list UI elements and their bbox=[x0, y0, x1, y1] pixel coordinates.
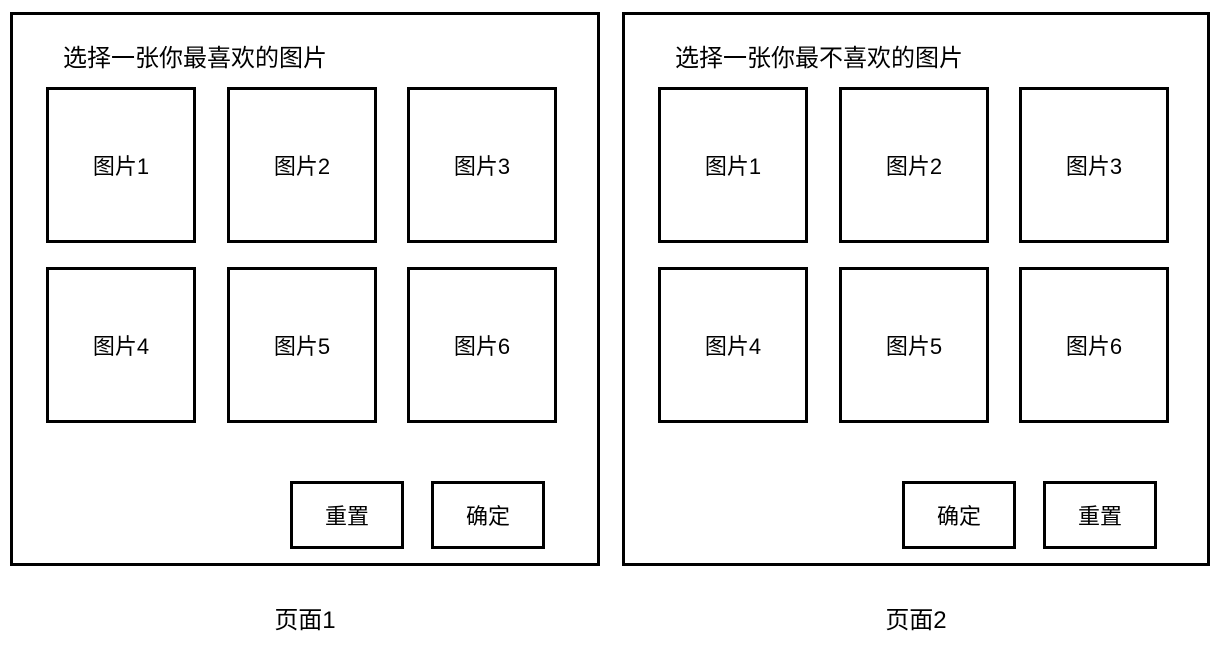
image-placeholder-2[interactable]: 图片2 bbox=[839, 87, 989, 243]
image-placeholder-3[interactable]: 图片3 bbox=[1019, 87, 1169, 243]
image-placeholder-1[interactable]: 图片1 bbox=[46, 87, 196, 243]
image-label: 图片6 bbox=[453, 334, 511, 359]
image-label: 图片5 bbox=[885, 334, 943, 359]
image-placeholder-6[interactable]: 图片6 bbox=[1019, 267, 1169, 423]
page-1-caption: 页面1 bbox=[274, 607, 336, 634]
image-label: 图片2 bbox=[885, 154, 943, 179]
image-label: 图片1 bbox=[92, 154, 150, 179]
page-title: 选择一张你最不喜欢的图片 bbox=[675, 45, 963, 72]
image-placeholder-4[interactable]: 图片4 bbox=[658, 267, 808, 423]
image-label: 图片3 bbox=[1065, 154, 1123, 179]
image-label: 图片5 bbox=[273, 334, 331, 359]
page-2-panel: 选择一张你最不喜欢的图片 图片1 图片2 图片3 图片4 图片5 图片6 确定 … bbox=[622, 12, 1210, 566]
image-placeholder-2[interactable]: 图片2 bbox=[227, 87, 377, 243]
image-label: 图片4 bbox=[704, 334, 762, 359]
image-placeholder-5[interactable]: 图片5 bbox=[839, 267, 989, 423]
image-label: 图片4 bbox=[92, 334, 150, 359]
page-title: 选择一张你最喜欢的图片 bbox=[63, 45, 327, 72]
image-label: 图片2 bbox=[273, 154, 331, 179]
image-placeholder-1[interactable]: 图片1 bbox=[658, 87, 808, 243]
image-placeholder-4[interactable]: 图片4 bbox=[46, 267, 196, 423]
image-label: 图片3 bbox=[453, 154, 511, 179]
confirm-button[interactable]: 确定 bbox=[431, 481, 545, 549]
image-placeholder-3[interactable]: 图片3 bbox=[407, 87, 557, 243]
image-label: 图片6 bbox=[1065, 334, 1123, 359]
confirm-button[interactable]: 确定 bbox=[902, 481, 1016, 549]
image-placeholder-6[interactable]: 图片6 bbox=[407, 267, 557, 423]
reset-button[interactable]: 重置 bbox=[1043, 481, 1157, 549]
page-2-caption: 页面2 bbox=[885, 607, 947, 634]
image-placeholder-5[interactable]: 图片5 bbox=[227, 267, 377, 423]
image-label: 图片1 bbox=[704, 154, 762, 179]
page-1-panel: 选择一张你最喜欢的图片 图片1 图片2 图片3 图片4 图片5 图片6 重置 确… bbox=[10, 12, 600, 566]
reset-button[interactable]: 重置 bbox=[290, 481, 404, 549]
